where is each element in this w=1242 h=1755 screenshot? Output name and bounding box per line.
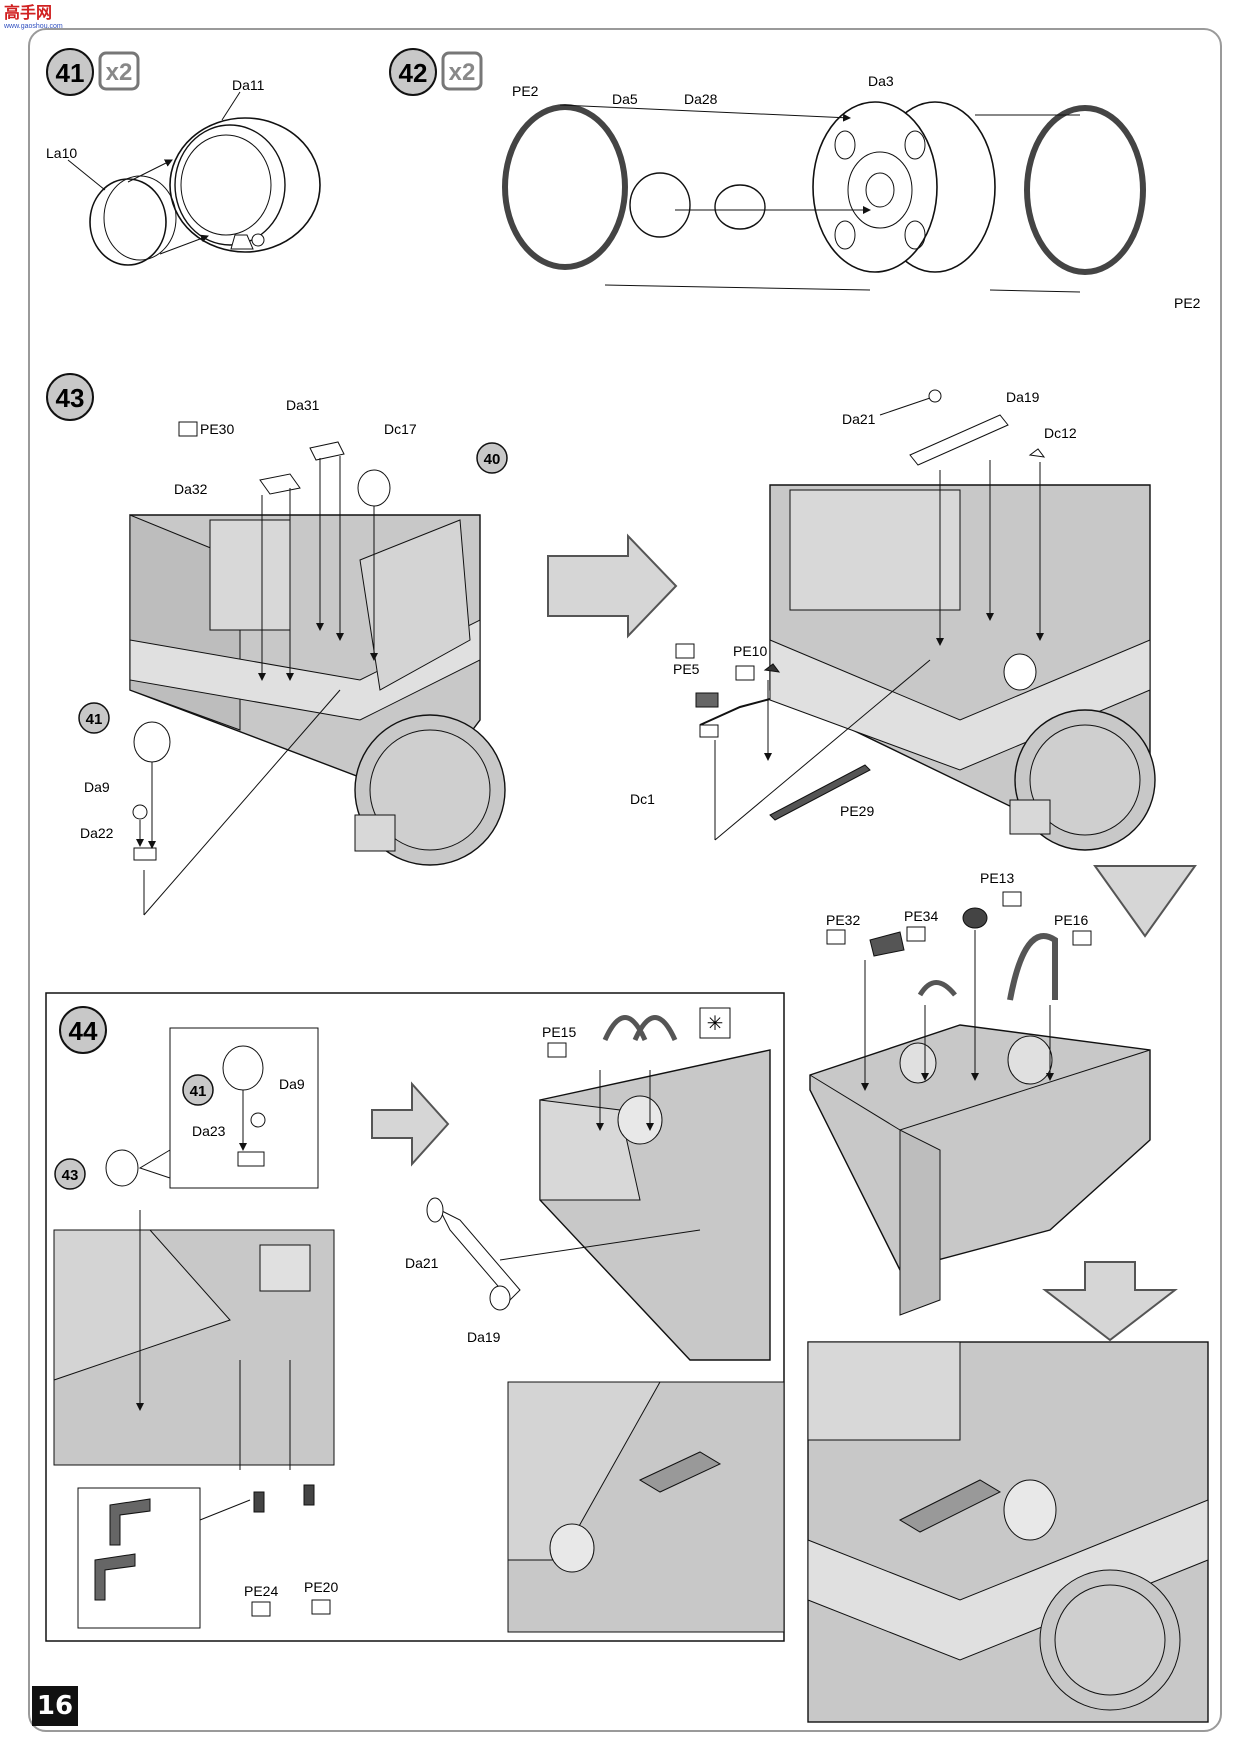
ref-step-40-number: 40 bbox=[484, 451, 501, 468]
da3-wheel bbox=[812, 101, 996, 273]
part-label-pe13: PE13 bbox=[980, 870, 1014, 886]
part-label-da21: Da21 bbox=[405, 1255, 439, 1271]
flow-arrow-down bbox=[1042, 1261, 1178, 1342]
photo-etch-icon bbox=[311, 1599, 331, 1615]
logo-text: 高手网 bbox=[4, 3, 52, 22]
headlight-part bbox=[133, 721, 171, 763]
part-label-pe29: PE29 bbox=[840, 803, 874, 819]
part-label-la10: La10 bbox=[46, 145, 77, 161]
part-label-da32: Da32 bbox=[174, 481, 208, 497]
pe2-ring-left bbox=[502, 104, 628, 270]
step-number-badge bbox=[59, 1006, 107, 1054]
step-43-lower-view bbox=[809, 907, 1151, 1316]
pe2-ring-right bbox=[1024, 105, 1146, 275]
step-43: 43 40 PE30 Da31 Dc17 Da32 bbox=[46, 373, 508, 916]
hull-assembly-left bbox=[129, 514, 506, 866]
step-43-number: 43 bbox=[56, 383, 85, 413]
part-label-dc1: Dc1 bbox=[630, 791, 655, 807]
photo-etch-icon bbox=[906, 926, 926, 942]
part-label-pe24: PE24 bbox=[244, 1583, 278, 1599]
step-42: 42 x2 PE2 Da5 Da28 Da3 PE2 bbox=[389, 48, 1201, 311]
step-number-badge bbox=[46, 373, 94, 421]
flow-arrow-down bbox=[1093, 865, 1197, 938]
part-label-da9: Da9 bbox=[84, 779, 110, 795]
part-label-pe2-right: PE2 bbox=[1174, 295, 1201, 311]
part-label-da3: Da3 bbox=[868, 73, 894, 89]
photo-etch-icon bbox=[178, 421, 198, 437]
part-label-pe30: PE30 bbox=[200, 421, 234, 437]
photo-etch-icon bbox=[251, 1601, 271, 1617]
part-label-pe2-left: PE2 bbox=[512, 83, 539, 99]
part-label-da5: Da5 bbox=[612, 91, 638, 107]
step-43-result-view bbox=[769, 484, 1156, 851]
part-label-da11: Da11 bbox=[232, 77, 265, 93]
photo-etch-icon bbox=[547, 1042, 567, 1058]
ref-step-43-number: 43 bbox=[62, 1167, 79, 1184]
ref-step-43-badge bbox=[54, 1158, 86, 1190]
site-logo: 高手网 www.gaoshou.com bbox=[3, 3, 63, 30]
headlight-lens-drawing bbox=[89, 175, 177, 266]
page-number: 16 bbox=[32, 1686, 78, 1726]
asterisk-icon: ✳ bbox=[707, 1013, 724, 1035]
da9-part bbox=[132, 804, 148, 820]
part-label-da9: Da9 bbox=[279, 1076, 305, 1092]
part-label-da19: Da19 bbox=[1006, 389, 1040, 405]
part-label-pe10: PE10 bbox=[733, 643, 767, 659]
step-42-number: 42 bbox=[399, 58, 428, 88]
ref-step-41-number: 41 bbox=[86, 711, 103, 728]
part-label-pe5: PE5 bbox=[673, 661, 700, 677]
photo-etch-icon bbox=[1002, 891, 1022, 907]
step-44: 44 41 Da9 Da23 43 PE24 PE20 bbox=[45, 992, 785, 1642]
quantity-label: x2 bbox=[449, 59, 476, 86]
ref-step-41-badge bbox=[78, 702, 110, 734]
part-label-pe32: PE32 bbox=[826, 912, 860, 928]
part-label-da23: Da23 bbox=[192, 1123, 226, 1139]
step-44-number: 44 bbox=[69, 1016, 98, 1046]
da28-cylinder bbox=[714, 184, 766, 230]
step-number-badge bbox=[46, 48, 94, 96]
photo-etch-icon bbox=[1072, 930, 1092, 946]
ref-step-41-badge bbox=[182, 1074, 214, 1106]
small-parts-left bbox=[258, 441, 391, 681]
part-label-dc12: Dc12 bbox=[1044, 425, 1077, 441]
paint-reference-icon bbox=[699, 1007, 731, 1039]
part-label-dc17: Dc17 bbox=[384, 421, 417, 437]
part-label-pe20: PE20 bbox=[304, 1579, 338, 1595]
small-parts-right bbox=[695, 389, 1046, 841]
hull-side-view bbox=[426, 1015, 771, 1361]
part-label-da19: Da19 bbox=[467, 1329, 501, 1345]
step-number-badge bbox=[389, 48, 437, 96]
part-label-da22: Da22 bbox=[80, 825, 114, 841]
part-label-da31: Da31 bbox=[286, 397, 320, 413]
quantity-badge bbox=[441, 51, 483, 91]
step-41-number: 41 bbox=[56, 58, 85, 88]
part-label-da21: Da21 bbox=[842, 411, 876, 427]
part-label-pe16: PE16 bbox=[1054, 912, 1088, 928]
flow-arrow-right bbox=[547, 533, 678, 639]
photo-etch-icon bbox=[826, 929, 846, 945]
part-label-da28: Da28 bbox=[684, 91, 718, 107]
ref-step-40-badge bbox=[476, 442, 508, 474]
step-41: 41 x2 Da11 La10 bbox=[46, 48, 321, 266]
photo-etch-icon bbox=[735, 665, 755, 681]
part-label-pe34: PE34 bbox=[904, 908, 938, 924]
da5-hubcap bbox=[629, 172, 691, 238]
step-43-final-view bbox=[807, 1341, 1209, 1723]
flow-arrow-right bbox=[371, 1081, 450, 1167]
photo-etch-icon bbox=[675, 643, 695, 659]
logo-subtext: www.gaoshou.com bbox=[3, 23, 63, 30]
da22-part bbox=[133, 847, 157, 861]
ref-step-41-number: 41 bbox=[190, 1083, 207, 1100]
quantity-badge bbox=[98, 51, 140, 91]
headlight-housing-drawing bbox=[169, 117, 321, 253]
part-label-pe15: PE15 bbox=[542, 1024, 576, 1040]
quantity-label: x2 bbox=[106, 59, 133, 86]
